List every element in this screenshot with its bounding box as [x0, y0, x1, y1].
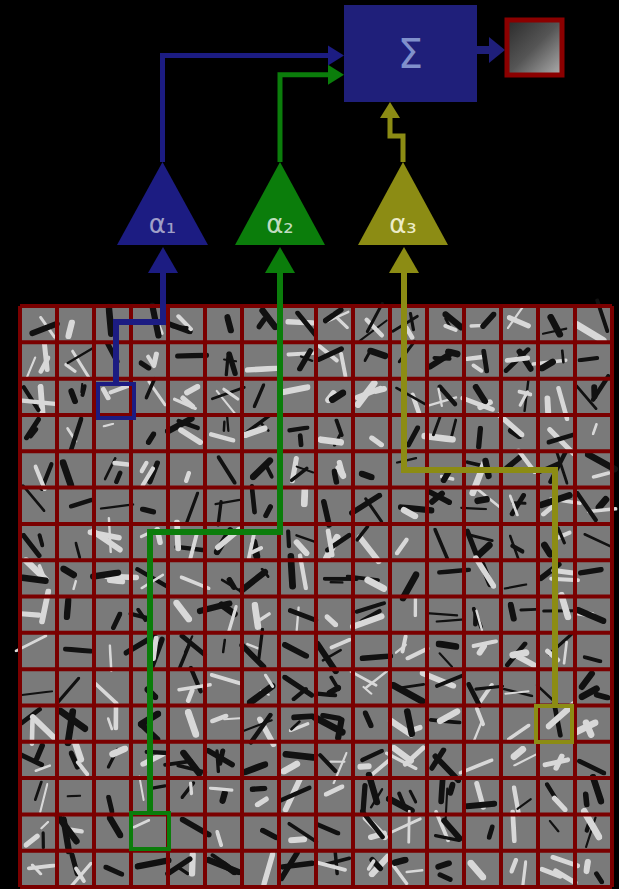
selection-wire [404, 272, 555, 705]
weight-triangle: α₁ [117, 162, 208, 245]
selected-atom [536, 706, 572, 742]
weight-connector [280, 65, 344, 162]
selection-wire [150, 272, 280, 812]
weight-connector [163, 45, 345, 162]
weight-label: α₁ [149, 210, 177, 239]
weight-connector [380, 102, 403, 162]
output-patch [507, 20, 562, 75]
wire-arrowhead [389, 247, 419, 273]
weight-triangle: α₂ [235, 162, 325, 245]
wire-arrowhead [148, 247, 178, 273]
selection-wire [116, 272, 163, 383]
sum-symbol: Σ [398, 32, 423, 76]
dictionary-grid [16, 300, 616, 887]
weight-label: α₃ [389, 210, 417, 239]
selected-atom [131, 813, 169, 849]
weight-triangle: α₃ [358, 162, 448, 245]
selected-atom [98, 384, 134, 418]
output-arrow [477, 46, 491, 54]
sum-box: Σ [344, 5, 477, 102]
wire-arrowhead [265, 247, 295, 273]
weight-label: α₂ [266, 210, 294, 239]
output-arrowhead [489, 37, 505, 63]
